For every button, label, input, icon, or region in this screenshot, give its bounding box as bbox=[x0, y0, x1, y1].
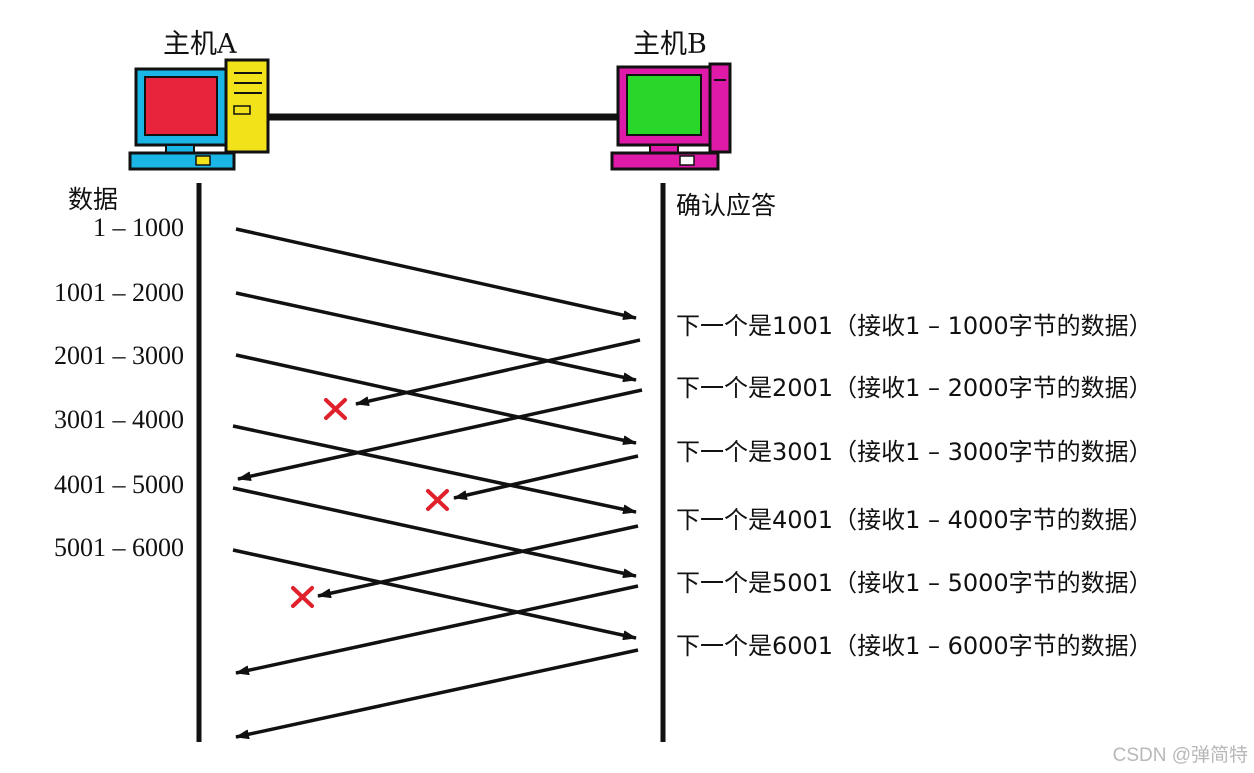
data-arrow-4 bbox=[232, 424, 637, 515]
host-a-computer-icon bbox=[128, 58, 270, 171]
ack-label: 下一个是5001（接收1 – 5000字节的数据） bbox=[676, 569, 1153, 597]
data-arrow-1 bbox=[235, 227, 637, 321]
segment-label: 1001 – 2000 bbox=[54, 278, 184, 307]
segment-label: 3001 – 4000 bbox=[54, 405, 184, 434]
ack-arrow-3-lost bbox=[453, 454, 639, 500]
segment-label: 5001 – 6000 bbox=[54, 533, 184, 562]
ack-label: 下一个是1001（接收1 – 1000字节的数据） bbox=[676, 312, 1153, 340]
ack-arrow-2 bbox=[237, 388, 643, 482]
ack-column-title: 确认应答 bbox=[676, 191, 777, 220]
segment-label: 1 – 1000 bbox=[93, 213, 184, 242]
ack-arrow-5 bbox=[235, 584, 639, 676]
data-arrow-6 bbox=[232, 548, 637, 641]
lost-ack-cross-icon bbox=[324, 398, 347, 420]
ack-label: 下一个是3001（接收1 – 3000字节的数据） bbox=[676, 438, 1153, 466]
lost-ack-cross-icon bbox=[291, 586, 314, 608]
host-b-computer-icon bbox=[610, 62, 732, 171]
segment-label: 2001 – 3000 bbox=[54, 341, 184, 370]
data-arrow-3 bbox=[235, 353, 637, 446]
segment-label: 4001 – 5000 bbox=[54, 470, 184, 499]
host-b-label: 主机B bbox=[633, 29, 707, 60]
lost-ack-cross-icon bbox=[426, 489, 449, 511]
ack-arrow-6 bbox=[235, 648, 639, 740]
watermark: CSDN @弹简特 bbox=[1112, 745, 1248, 766]
ack-arrow-1-lost bbox=[355, 338, 641, 407]
ack-arrow-4-lost bbox=[317, 524, 639, 599]
ack-label: 下一个是2001（接收1 – 2000字节的数据） bbox=[676, 374, 1153, 402]
data-column-title: 数据 bbox=[68, 185, 119, 214]
data-arrow-5 bbox=[232, 486, 637, 579]
data-arrow-2 bbox=[235, 291, 637, 383]
ack-label: 下一个是6001（接收1 – 6000字节的数据） bbox=[676, 632, 1153, 660]
host-a-label: 主机A bbox=[163, 29, 237, 60]
ack-label: 下一个是4001（接收1 – 4000字节的数据） bbox=[676, 506, 1153, 534]
